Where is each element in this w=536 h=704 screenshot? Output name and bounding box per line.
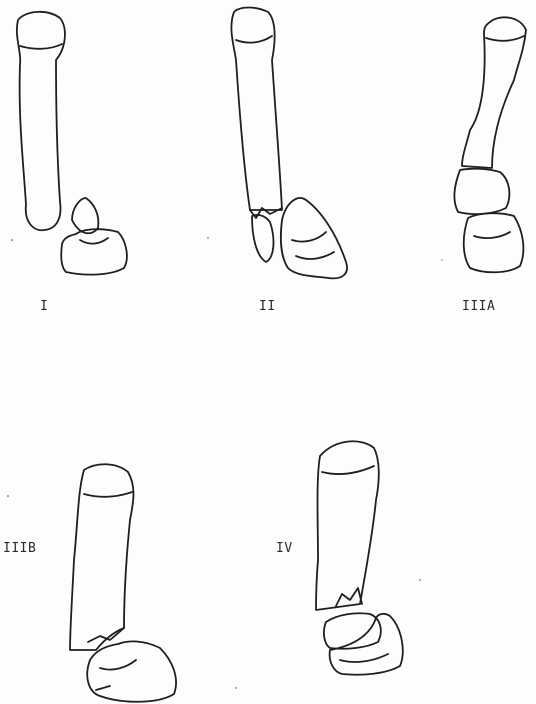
specimen-3a-mid-bone	[454, 169, 509, 214]
label-type-1: I	[40, 299, 48, 314]
specimen-1-head-line	[20, 44, 62, 49]
specimen-3b-head-line	[84, 492, 132, 497]
specimen-4	[316, 441, 403, 674]
specimen-4-fracture	[336, 588, 362, 606]
specimen-1-fragment	[72, 198, 98, 233]
specimen-1-shaft	[17, 12, 65, 230]
label-type-3b: IIIB	[3, 541, 36, 556]
specimen-2-base-bone	[281, 198, 347, 278]
label-type-2: II	[259, 299, 276, 314]
specimen-1-base-bone	[61, 229, 127, 274]
specimen-2-base-detail	[292, 232, 334, 259]
specimen-1	[17, 12, 127, 275]
specimen-2	[231, 8, 347, 279]
specimen-3b	[70, 464, 176, 702]
specimen-3b-shaft	[70, 464, 134, 650]
specimen-3b-base-bone	[87, 641, 176, 701]
specimen-2-head-line	[236, 36, 272, 43]
specimen-3a-head-line	[486, 36, 524, 41]
label-type-3a: IIIA	[462, 299, 495, 314]
specimen-3b-base-detail	[96, 660, 136, 690]
specimen-1-base-detail	[80, 238, 108, 244]
specimen-4-base-detail	[340, 654, 388, 662]
specimen-2-fragment	[252, 215, 273, 262]
specimen-3a-base-detail	[474, 232, 510, 238]
label-type-4: IV	[276, 541, 293, 556]
specimen-4-head-line	[322, 466, 374, 474]
specimen-3a-base-bone	[464, 213, 524, 272]
specimen-4-shaft	[316, 441, 379, 610]
specimen-3a	[454, 17, 526, 272]
specimen-4-base-bone	[330, 614, 403, 675]
specimen-2-shaft	[231, 8, 282, 211]
